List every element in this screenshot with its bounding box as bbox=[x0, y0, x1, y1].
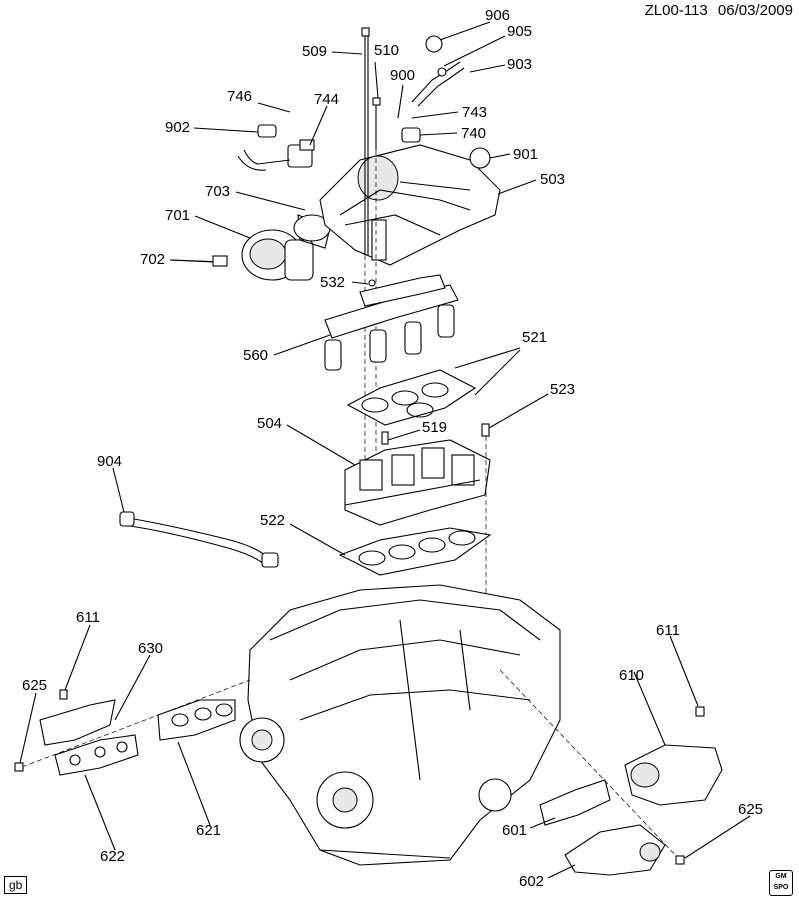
callout-611-left: 611 bbox=[76, 609, 100, 626]
callout-503: 503 bbox=[540, 171, 565, 188]
gb-label: gb bbox=[4, 876, 28, 894]
callout-740: 740 bbox=[461, 125, 486, 142]
callout-532: 532 bbox=[320, 274, 345, 291]
callout-509: 509 bbox=[302, 43, 327, 60]
callout-labels: 906 905 903 509 510 900 746 744 743 902 … bbox=[22, 7, 763, 890]
bolt-510-illustration bbox=[372, 97, 381, 150]
callout-905: 905 bbox=[507, 23, 532, 40]
callout-903: 903 bbox=[507, 56, 532, 73]
callout-743: 743 bbox=[462, 104, 487, 121]
callout-904: 904 bbox=[97, 453, 122, 470]
callout-519: 519 bbox=[422, 419, 447, 436]
fuel-rail-injectors-illustration bbox=[324, 274, 459, 371]
gasket-522-illustration bbox=[338, 527, 492, 576]
callout-625-right: 625 bbox=[738, 801, 763, 818]
callout-622: 622 bbox=[100, 848, 125, 865]
callout-510: 510 bbox=[374, 42, 399, 59]
callout-702: 702 bbox=[140, 251, 165, 268]
callout-703: 703 bbox=[205, 183, 230, 200]
pcv-tube-illustration bbox=[401, 35, 465, 143]
callout-504: 504 bbox=[257, 415, 282, 432]
callout-701: 701 bbox=[165, 207, 190, 224]
callout-625-left: 625 bbox=[22, 677, 47, 694]
callout-744: 744 bbox=[314, 91, 339, 108]
callout-522: 522 bbox=[260, 512, 285, 529]
throttle-body-illustration bbox=[241, 214, 331, 281]
exhaust-manifold-602-illustration bbox=[564, 824, 666, 876]
sensor-744-illustration bbox=[237, 124, 315, 171]
callout-601: 601 bbox=[502, 822, 527, 839]
exhaust-manifold-622-illustration bbox=[54, 734, 139, 776]
diagram-code: ZL00-113 bbox=[644, 2, 708, 19]
callout-602: 602 bbox=[519, 873, 544, 890]
callout-611-right: 611 bbox=[656, 622, 680, 639]
lower-intake-manifold-illustration bbox=[344, 439, 491, 526]
heat-shield-610-illustration bbox=[624, 744, 723, 806]
callout-610: 610 bbox=[619, 667, 644, 684]
gasket-601-illustration bbox=[539, 779, 611, 826]
callout-523: 523 bbox=[550, 381, 575, 398]
bolt-509-illustration bbox=[361, 27, 370, 255]
callout-902: 902 bbox=[165, 119, 190, 136]
callout-560: 560 bbox=[243, 347, 268, 364]
upper-intake-manifold-illustration bbox=[319, 144, 501, 266]
callout-900: 900 bbox=[390, 67, 415, 84]
gasket-621-illustration bbox=[157, 699, 236, 741]
callout-630: 630 bbox=[138, 640, 163, 657]
heat-shield-630-illustration bbox=[39, 699, 116, 746]
callout-901: 901 bbox=[513, 146, 538, 163]
tube-904-illustration bbox=[119, 511, 279, 568]
diagram-header: ZL00-113 06/03/2009 bbox=[639, 2, 793, 19]
callout-746: 746 bbox=[227, 88, 252, 105]
leader-lines bbox=[19, 21, 751, 879]
callout-906: 906 bbox=[485, 7, 510, 24]
callout-621: 621 bbox=[196, 822, 221, 839]
callout-521: 521 bbox=[522, 329, 547, 346]
gasket-521-illustration bbox=[346, 369, 477, 426]
diagram-date: 06/03/2009 bbox=[717, 2, 793, 19]
engine-block-illustration bbox=[239, 584, 561, 866]
